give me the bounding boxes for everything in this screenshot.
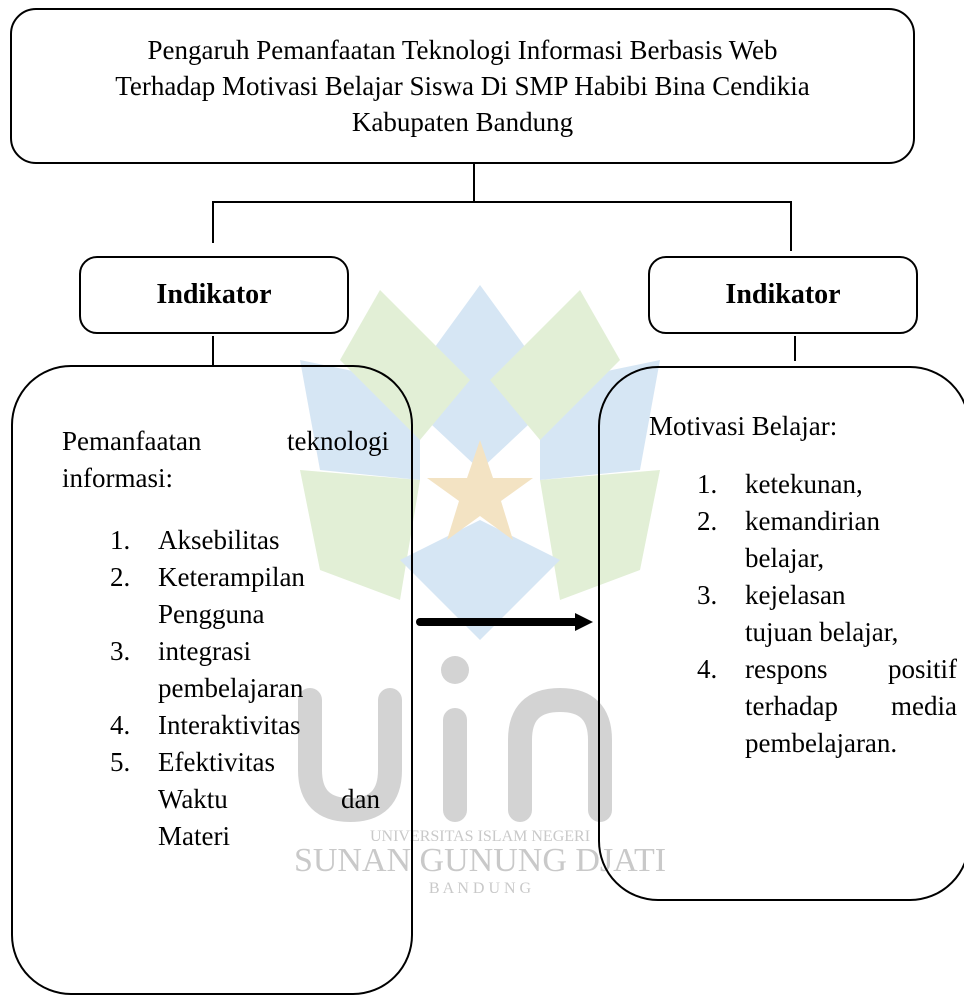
- list-item-justified-line: Waktu dan: [158, 781, 380, 818]
- list-item: 3. kejelasan tujuan belajar,: [697, 577, 957, 651]
- list-item-text: belajar,: [745, 543, 825, 573]
- list-item-text: Efektivitas: [158, 747, 275, 777]
- left-indicator-list: 1. Aksebilitas 2. Keterampilan Pengguna …: [110, 522, 380, 855]
- list-item-text: terhadap: [745, 691, 838, 721]
- list-item-text: pembelajaran.: [745, 728, 898, 758]
- list-item: 4. respons positif terhadap media pembel…: [697, 651, 957, 762]
- list-item-text: media: [891, 691, 957, 721]
- list-item-number: 1.: [697, 469, 718, 499]
- list-item-number: 4.: [697, 654, 718, 684]
- right-indicator-list: 1. ketekunan, 2. kemandirian belajar, 3.…: [697, 466, 957, 762]
- right-panel: Motivasi Belajar: 1. ketekunan, 2. keman…: [598, 366, 964, 901]
- left-heading-word-1: Pemanfaatan: [62, 426, 202, 456]
- list-item-number: 5.: [110, 747, 131, 777]
- connector-right-indicator-panel: [794, 336, 796, 361]
- list-item-text: integrasi: [158, 636, 251, 666]
- list-item: 4. Interaktivitas: [110, 707, 380, 744]
- connector-left-down: [212, 201, 214, 243]
- left-indicator-box: Indikator: [79, 256, 349, 334]
- list-item-number: 4.: [110, 710, 131, 740]
- list-item-text: Aksebilitas: [158, 525, 280, 555]
- list-item: 1. Aksebilitas: [110, 522, 380, 559]
- list-item-text: kejelasan: [745, 580, 846, 610]
- list-item-text: Waktu: [158, 784, 228, 814]
- left-panel: Pemanfaatan teknologi informasi: 1. Akse…: [11, 365, 413, 995]
- list-item-number: 3.: [110, 636, 131, 666]
- left-heading-word-2: teknologi: [287, 426, 389, 456]
- list-item-text: Interaktivitas: [158, 710, 301, 740]
- connector-left-indicator-panel: [212, 336, 214, 366]
- connector-right-down: [790, 201, 792, 251]
- list-item-number: 3.: [697, 580, 718, 610]
- connector-horizontal: [212, 201, 792, 203]
- list-item-justified-line: respons positif: [745, 651, 957, 688]
- list-item-text: tujuan belajar,: [745, 617, 899, 647]
- list-item-text: ketekunan,: [745, 469, 863, 499]
- list-item: 2. Keterampilan Pengguna: [110, 559, 380, 633]
- list-item-text: positif: [887, 654, 957, 684]
- list-item-text: Materi: [158, 821, 230, 851]
- list-item-text: respons: [745, 654, 828, 684]
- list-item-number: 2.: [697, 506, 718, 536]
- list-item-text: pembelajaran: [158, 673, 304, 703]
- title-line-1: Pengaruh Pemanfaatan Teknologi Informasi…: [147, 35, 778, 65]
- list-item-number: 2.: [110, 562, 131, 592]
- left-panel-heading: Pemanfaatan teknologi informasi:: [62, 423, 389, 497]
- left-heading-line-2: informasi:: [62, 463, 173, 493]
- title-line-2: Terhadap Motivasi Belajar Siswa Di SMP H…: [115, 71, 810, 101]
- title-box: Pengaruh Pemanfaatan Teknologi Informasi…: [10, 8, 915, 164]
- list-item: 5. Efektivitas Waktu dan Materi: [110, 744, 380, 855]
- right-panel-heading: Motivasi Belajar:: [649, 411, 838, 441]
- connector-title-down: [473, 164, 475, 202]
- title-line-3: Kabupaten Bandung: [351, 107, 574, 137]
- list-item-number: 1.: [110, 525, 131, 555]
- list-item: 3. integrasi pembelajaran: [110, 633, 380, 707]
- list-item: 2. kemandirian belajar,: [697, 503, 957, 577]
- list-item-text: kemandirian: [745, 506, 880, 536]
- list-item-text: dan: [341, 784, 380, 814]
- right-indicator-box: Indikator: [648, 256, 918, 334]
- list-item-text: Keterampilan: [158, 562, 305, 592]
- list-item-text: Pengguna: [158, 599, 265, 629]
- list-item-justified-line: terhadap media: [745, 688, 957, 725]
- list-item: 1. ketekunan,: [697, 466, 957, 503]
- arrow-right-icon: [416, 613, 593, 631]
